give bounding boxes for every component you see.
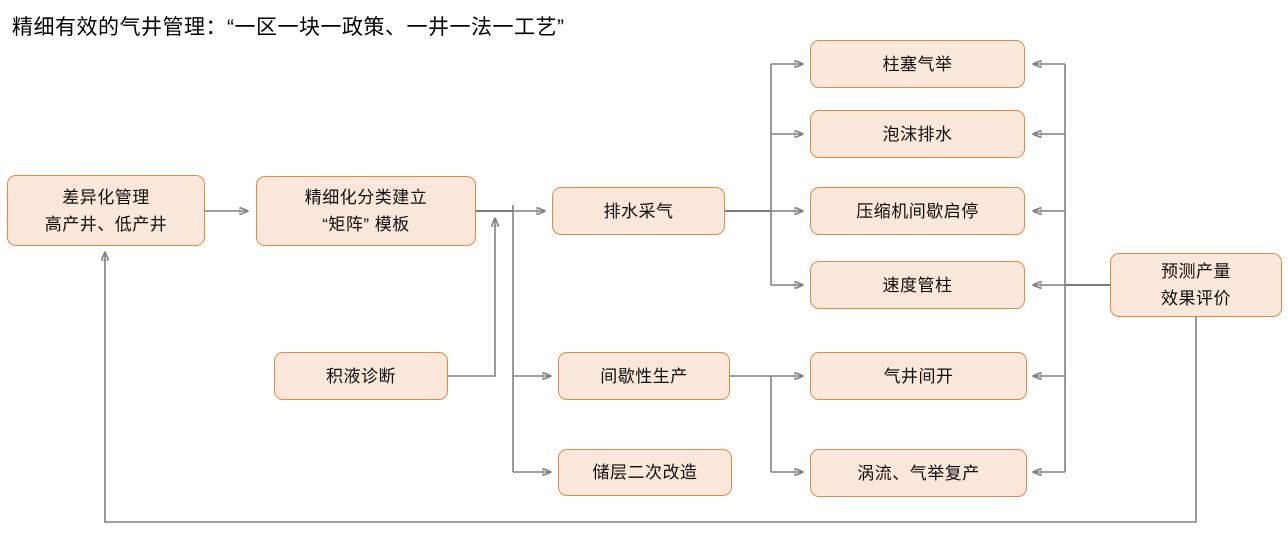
node-intermittent-production[interactable]: 间歇性生产 <box>558 352 730 400</box>
node-liquid-loading-diagnosis[interactable]: 积液诊断 <box>274 352 448 400</box>
node-plunger-lift[interactable]: 柱塞气举 <box>810 40 1025 88</box>
node-differentiated-management[interactable]: 差异化管理 高产井、低产井 <box>7 175 205 246</box>
node-refined-classification[interactable]: 精细化分类建立 “矩阵” 模板 <box>256 176 476 246</box>
node-drainage-gas-recovery[interactable]: 排水采气 <box>552 187 725 235</box>
node-compressor-intermittent[interactable]: 压缩机间歇启停 <box>810 187 1025 235</box>
node-foam-drainage[interactable]: 泡沫排水 <box>810 110 1025 158</box>
node-vortex-gaslift-restore[interactable]: 涡流、气举复产 <box>810 449 1027 497</box>
node-forecast-evaluation[interactable]: 预测产量 效果评价 <box>1110 253 1282 317</box>
page-title: 精细有效的气井管理：“一区一块一政策、一井一法一工艺” <box>12 16 565 39</box>
node-reservoir-restimulation[interactable]: 储层二次改造 <box>558 449 732 496</box>
node-well-intermittent-open[interactable]: 气井间开 <box>810 352 1027 400</box>
node-velocity-string[interactable]: 速度管柱 <box>810 261 1025 309</box>
